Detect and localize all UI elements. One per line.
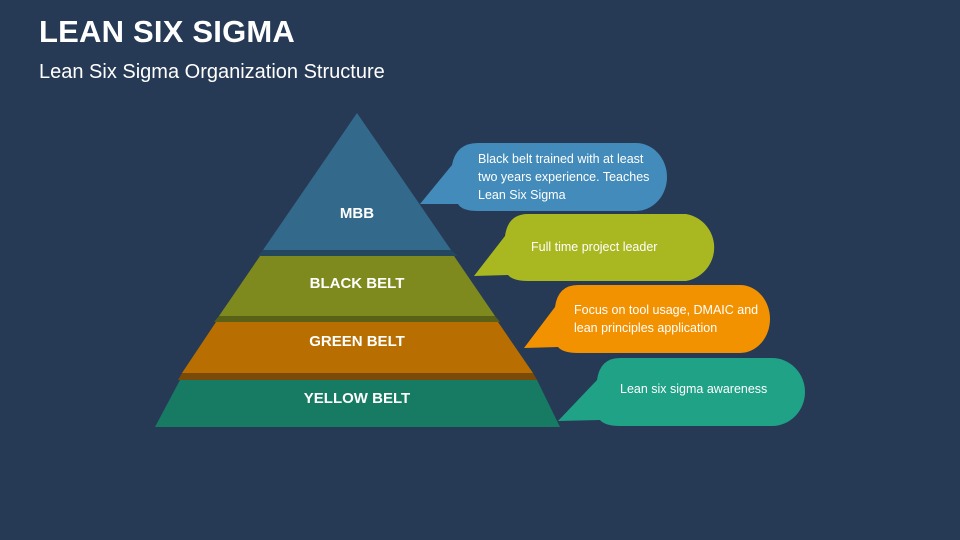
callout-bubble-mbb (420, 143, 667, 211)
slide-title: LEAN SIX SIGMA (39, 14, 295, 49)
callout-line: lean principles application (574, 321, 718, 335)
callout-line: Full time project leader (531, 240, 658, 254)
callout-line: Lean six sigma awareness (620, 382, 768, 396)
callout-bubble-yellow-belt (558, 358, 805, 426)
green-belt-shadow (178, 373, 537, 380)
callout-line: Focus on tool usage, DMAIC and (574, 303, 759, 317)
slide-subtitle: Lean Six Sigma Organization Structure (39, 61, 385, 83)
pyramid-level-mbb[interactable] (263, 113, 451, 250)
black-belt-shadow (214, 316, 500, 322)
pyramid-label-black-belt: BLACK BELT (310, 275, 405, 292)
pyramid-label-green-belt: GREEN BELT (309, 333, 405, 350)
callout-line: Black belt trained with at least (478, 152, 644, 166)
callout-line: two years experience. Teaches (478, 170, 650, 184)
mbb-shadow (258, 250, 458, 256)
callout-text-green-belt: Focus on tool usage, DMAIC and lean prin… (574, 301, 758, 337)
callout-bubble-black-belt (474, 214, 715, 281)
callout-bubble-green-belt (524, 285, 770, 353)
callout-text-black-belt: Full time project leader (531, 238, 657, 256)
pyramid-level-green-belt[interactable] (182, 322, 533, 373)
pyramid-label-yellow-belt: YELLOW BELT (304, 390, 410, 407)
pyramid-label-mbb: MBB (340, 205, 374, 222)
callout-text-mbb: Black belt trained with at least two yea… (478, 150, 649, 204)
callout-line: Lean Six Sigma (478, 188, 566, 202)
pyramid-level-black-belt[interactable] (219, 256, 495, 316)
pyramid-level-yellow-belt[interactable] (155, 380, 560, 427)
callout-text-yellow-belt: Lean six sigma awareness (620, 380, 767, 398)
